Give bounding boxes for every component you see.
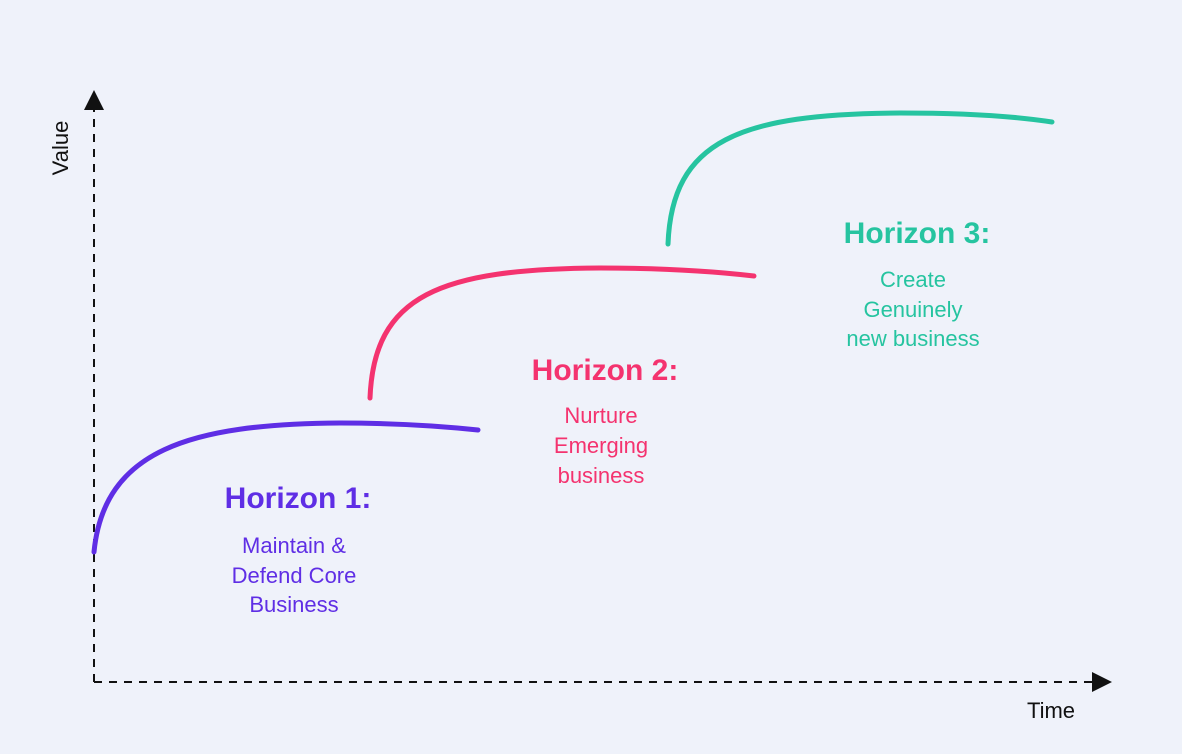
- horizon-3-line: Genuinely: [863, 297, 962, 322]
- horizon-1-label: Horizon 1: Maintain & Defend Core Busine…: [225, 482, 372, 617]
- horizon-3-curve: [665, 110, 1055, 247]
- y-axis-label: Value: [48, 121, 73, 176]
- horizon-3-label: Horizon 3: Create Genuinely new business: [844, 217, 991, 351]
- horizon-2-title: Horizon 2:: [532, 354, 679, 387]
- horizon-3-title: Horizon 3:: [844, 217, 991, 250]
- horizon-3-line: new business: [846, 326, 979, 351]
- horizon-3-line: Create: [880, 267, 946, 292]
- horizon-2-label: Horizon 2: Nurture Emerging business: [532, 354, 679, 488]
- horizon-1-title: Horizon 1:: [225, 482, 372, 515]
- horizon-1-line: Business: [249, 592, 338, 617]
- horizon-1-curve: [91, 420, 481, 555]
- horizon-2-line: Emerging: [554, 433, 648, 458]
- x-axis-label: Time: [1027, 698, 1075, 723]
- horizon-1-line: Maintain &: [242, 533, 346, 558]
- horizon-2-line: business: [558, 463, 645, 488]
- horizon-2-line: Nurture: [564, 403, 637, 428]
- horizon-1-line: Defend Core: [232, 563, 357, 588]
- horizon-2-curve: [367, 265, 757, 401]
